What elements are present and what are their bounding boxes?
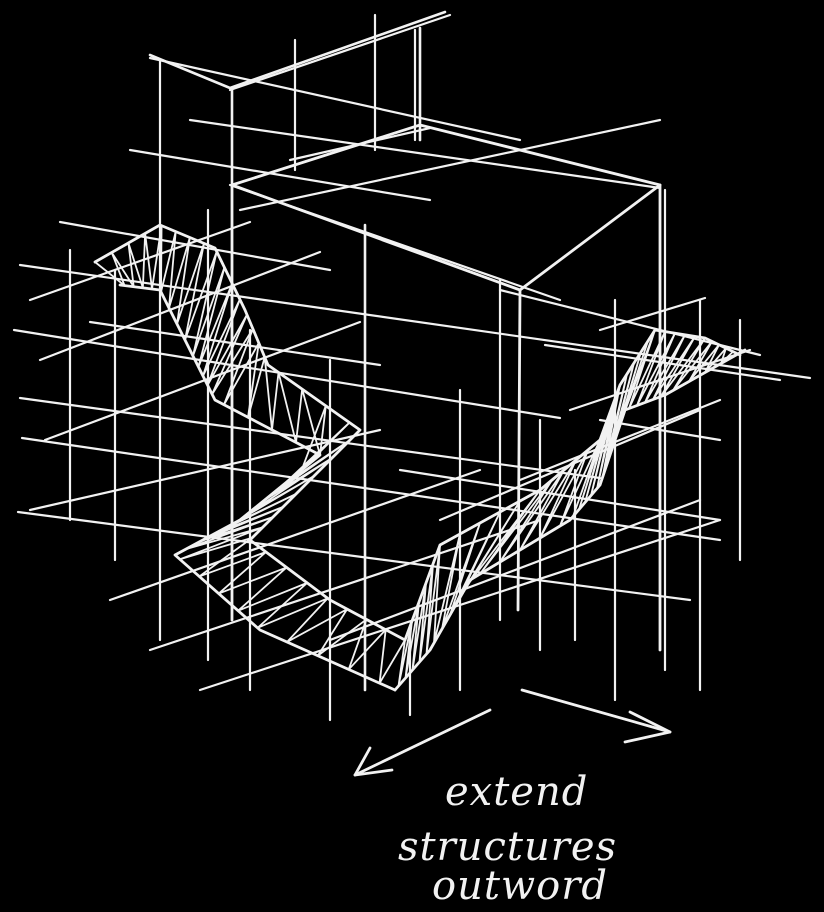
grid-line <box>130 150 430 200</box>
right-band-hatching <box>399 330 741 686</box>
grid-line <box>230 15 450 90</box>
outward-arrows <box>355 690 670 775</box>
grid-line <box>150 58 520 140</box>
box-front-edge <box>518 290 520 610</box>
grid-line <box>18 512 690 600</box>
annotation-line-1: extend <box>445 772 588 812</box>
annotation-line-3: outword <box>432 866 608 906</box>
right-band-outline <box>395 350 745 690</box>
upper-box-top <box>150 12 445 88</box>
grid-line <box>110 470 480 600</box>
annotation-line-2: structures <box>398 827 617 867</box>
grid-line <box>30 430 380 510</box>
hatched-right-band <box>395 330 745 690</box>
grid-line <box>330 500 700 640</box>
arrow-left-shaft <box>355 710 490 775</box>
box-top-edge <box>232 125 660 290</box>
arrow-right-shaft <box>522 690 670 732</box>
grid-line <box>520 400 720 480</box>
